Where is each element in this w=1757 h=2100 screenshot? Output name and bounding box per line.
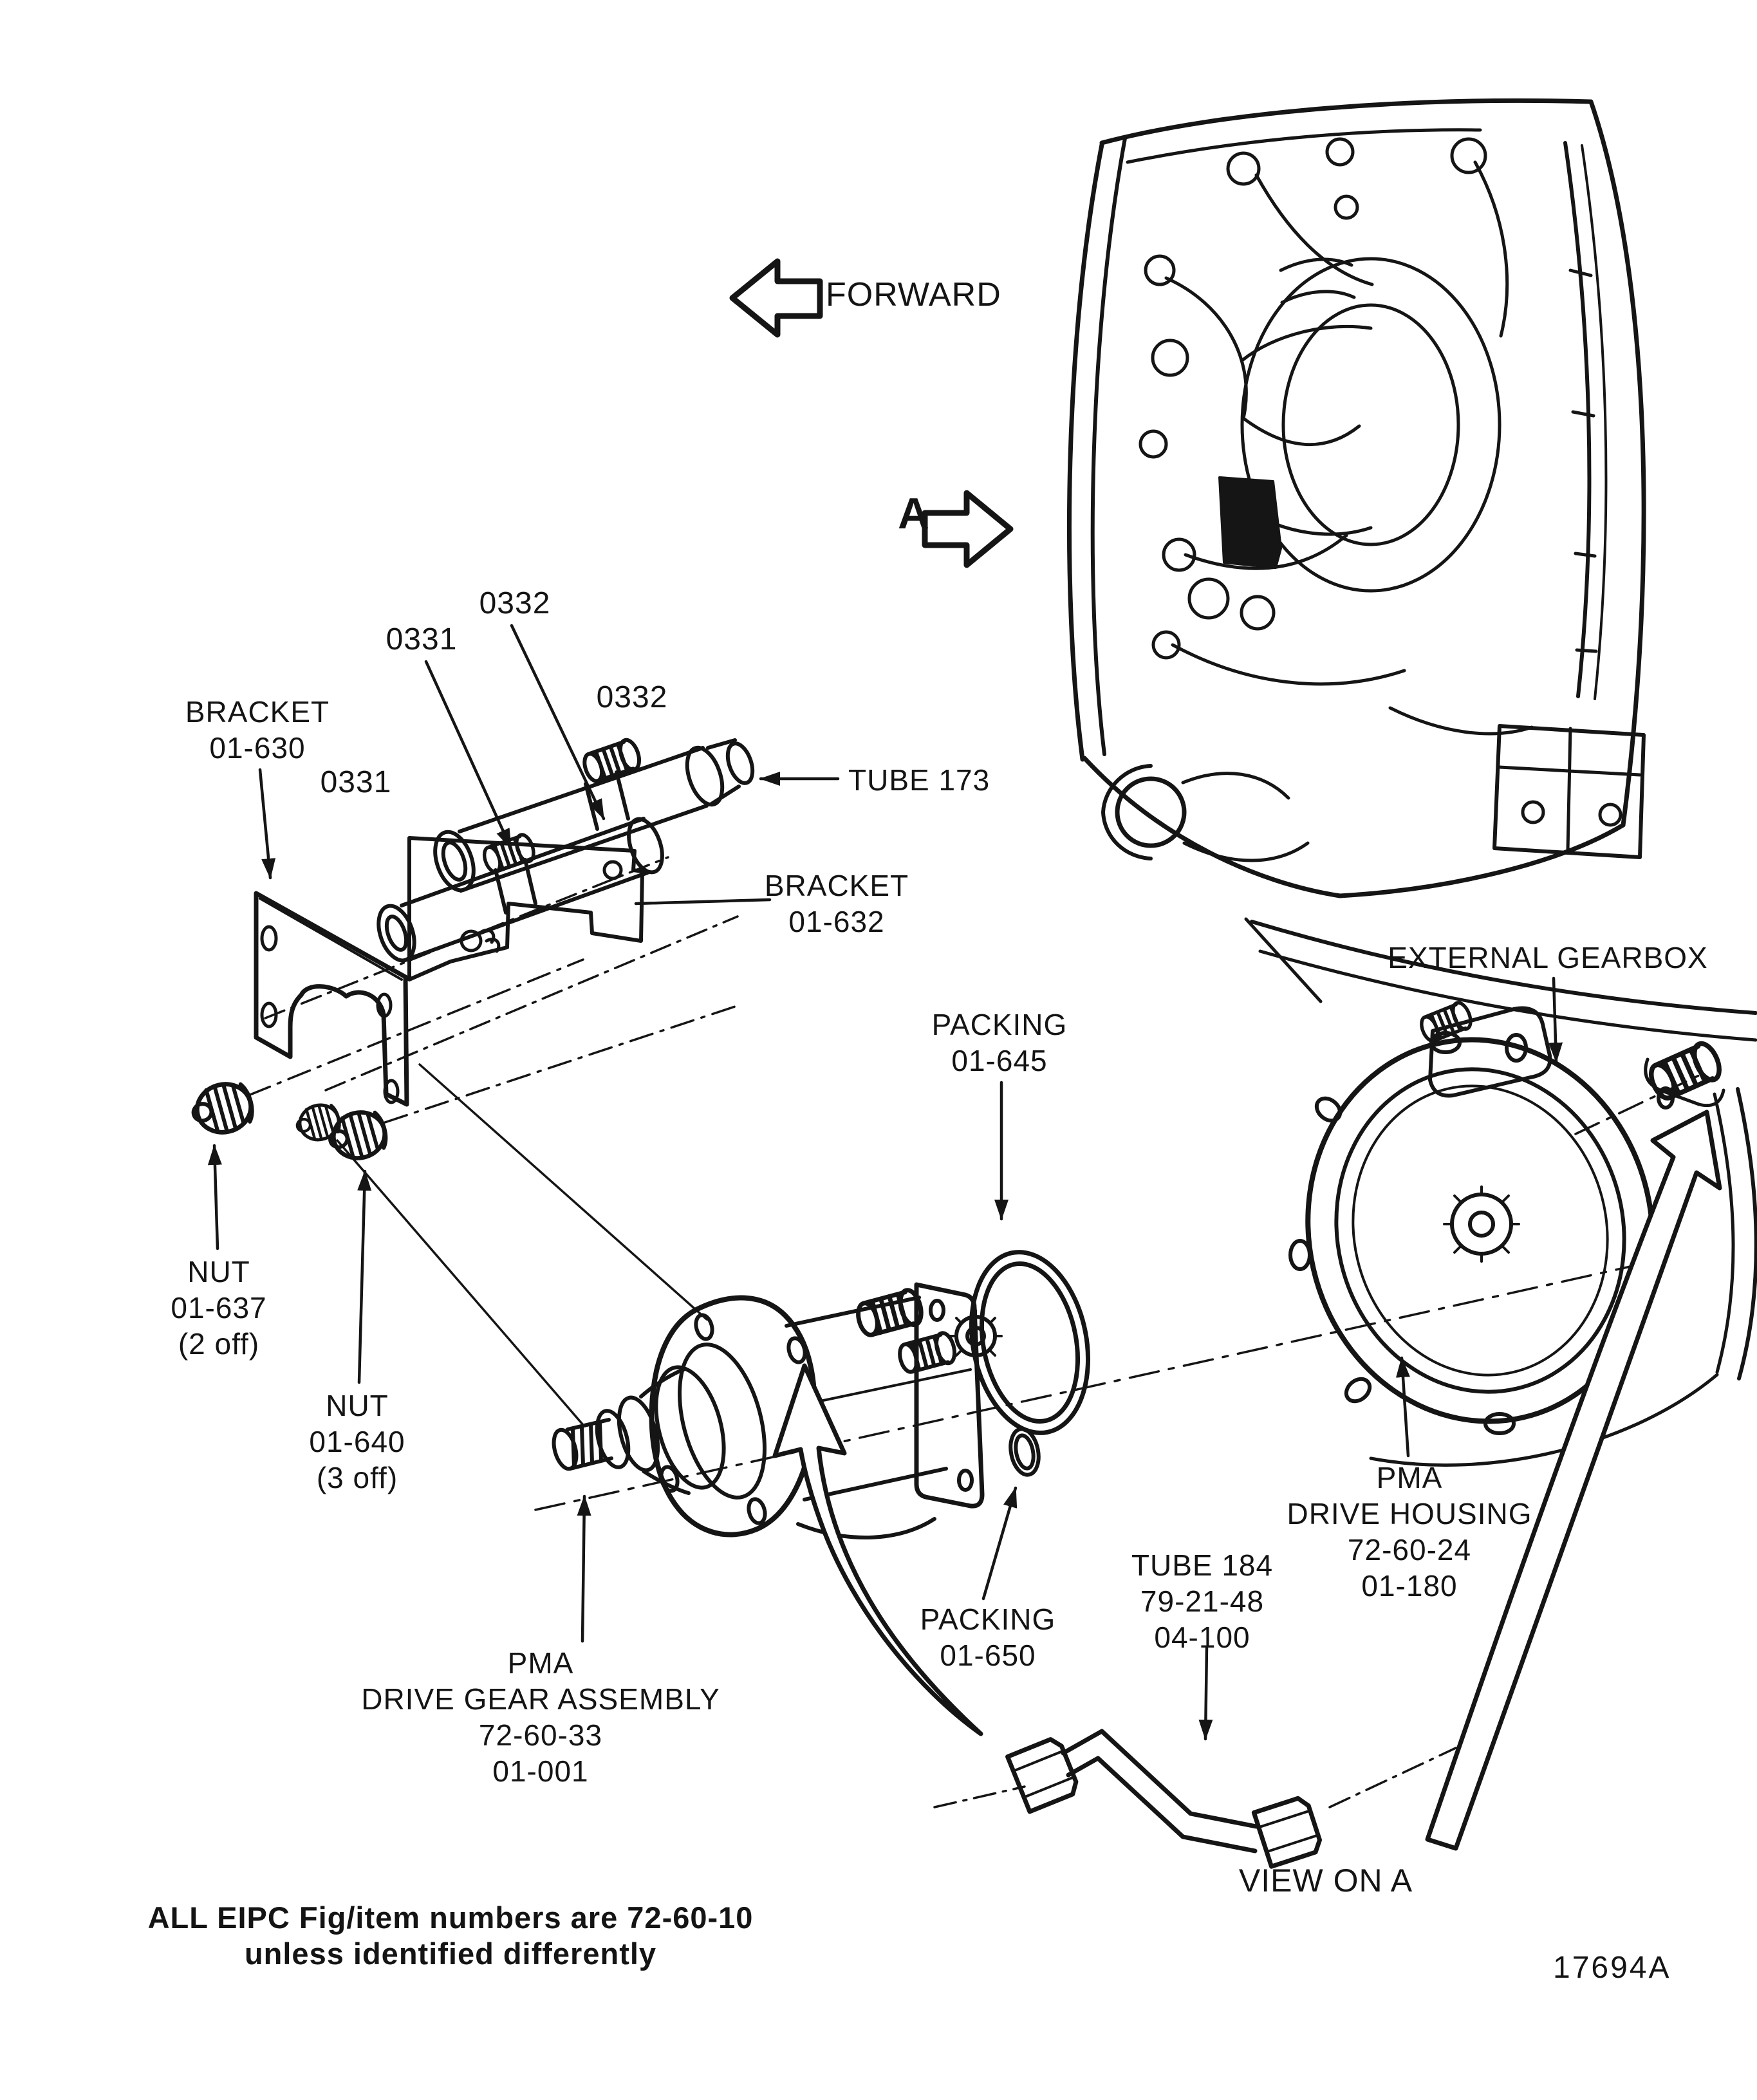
nut-637-qty: (2 off) — [178, 1327, 260, 1361]
callout-leaders — [207, 624, 1563, 1741]
packing-645-name: PACKING — [931, 1008, 1068, 1041]
callout-nut-640: NUT 01-640 (3 off) — [309, 1388, 405, 1496]
callout-pma-drive-housing: PMA DRIVE HOUSING 72-60-24 01-180 — [1287, 1460, 1532, 1604]
callout-tube-184: TUBE 184 79-21-48 04-100 — [1131, 1547, 1273, 1655]
nut-637-name: NUT — [187, 1255, 250, 1288]
nut-640-illustration — [325, 1004, 740, 1164]
tube-184-illustration — [933, 1729, 1457, 1869]
tube-184-ref-1: 79-21-48 — [1140, 1584, 1265, 1618]
callout-pma-drive-gear: PMA DRIVE GEAR ASSEMBLY 72-60-33 01-001 — [361, 1645, 720, 1789]
pma-drive-gear-illustration — [552, 1282, 1003, 1736]
eipc-note-line-2: unless identified differently — [244, 1937, 657, 1971]
nut-640-qty: (3 off) — [316, 1461, 398, 1494]
nut-640-name: NUT — [326, 1389, 389, 1422]
callout-bracket-632: BRACKET 01-632 — [765, 868, 909, 940]
bracket-assembly-illustration — [254, 738, 755, 1426]
pma-gear-ref-1: 72-60-33 — [478, 1718, 603, 1752]
packing-645-ref: 01-645 — [951, 1044, 1048, 1077]
pma-housing-name-2: DRIVE HOUSING — [1287, 1497, 1532, 1530]
pma-gear-name-2: DRIVE GEAR ASSEMBLY — [361, 1682, 720, 1716]
bracket-630-ref: 01-630 — [209, 731, 306, 765]
forward-arrow-icon — [729, 258, 823, 338]
callout-external-gearbox: EXTERNAL GEARBOX — [1388, 941, 1708, 974]
bracket-632-name: BRACKET — [764, 869, 909, 902]
nut-637-ref: 01-637 — [171, 1291, 267, 1324]
pma-housing-ref-2: 01-180 — [1361, 1569, 1458, 1603]
view-a-arrow-icon — [922, 490, 1014, 568]
centerline-2 — [1574, 1073, 1702, 1135]
pma-housing-name-1: PMA — [1376, 1461, 1443, 1494]
view-on-a-caption: VIEW ON A — [1238, 1863, 1413, 1899]
pma-gear-ref-2: 01-001 — [492, 1754, 589, 1788]
eipc-note-line-1: ALL EIPC Fig/item numbers are 72-60-10 — [147, 1900, 754, 1935]
tube-184-name: TUBE 184 — [1131, 1548, 1274, 1582]
pma-drive-housing-illustration — [1244, 917, 1757, 1851]
pma-gear-name-1: PMA — [507, 1646, 574, 1680]
view-a-letter: A — [897, 489, 931, 538]
packing-650-name: PACKING — [920, 1603, 1056, 1636]
packing-645-ring — [969, 1250, 1091, 1435]
pma-housing-ref-1: 72-60-24 — [1347, 1533, 1472, 1566]
callout-tube-173: TUBE 173 — [848, 763, 990, 797]
callout-0331-upper: 0331 — [386, 622, 458, 656]
engine-illustration — [1066, 98, 1646, 898]
packing-650-ring — [1009, 1427, 1041, 1477]
nut-637-illustration — [188, 958, 584, 1139]
bracket-632-ref: 01-632 — [788, 905, 885, 938]
nut-640-ref: 01-640 — [309, 1425, 405, 1458]
bracket-630-name: BRACKET — [185, 695, 330, 729]
tube-184-ref-2: 04-100 — [1154, 1621, 1250, 1654]
figure-number: 17694A — [1553, 1951, 1671, 1985]
forward-label: FORWARD — [826, 276, 1001, 313]
callout-0332-upper: 0332 — [479, 586, 551, 620]
callout-packing-645: PACKING 01-645 — [932, 1007, 1068, 1079]
callout-0332-right: 0332 — [596, 680, 668, 714]
callout-nut-637: NUT 01-637 (2 off) — [171, 1254, 266, 1362]
callout-0331-lower: 0331 — [320, 765, 392, 799]
eipc-note: ALL EIPC Fig/item numbers are 72-60-10 u… — [148, 1900, 754, 1972]
packing-650-ref: 01-650 — [940, 1639, 1036, 1672]
callout-packing-650: PACKING 01-650 — [920, 1601, 1056, 1673]
callout-bracket-630: BRACKET 01-630 — [185, 694, 330, 766]
